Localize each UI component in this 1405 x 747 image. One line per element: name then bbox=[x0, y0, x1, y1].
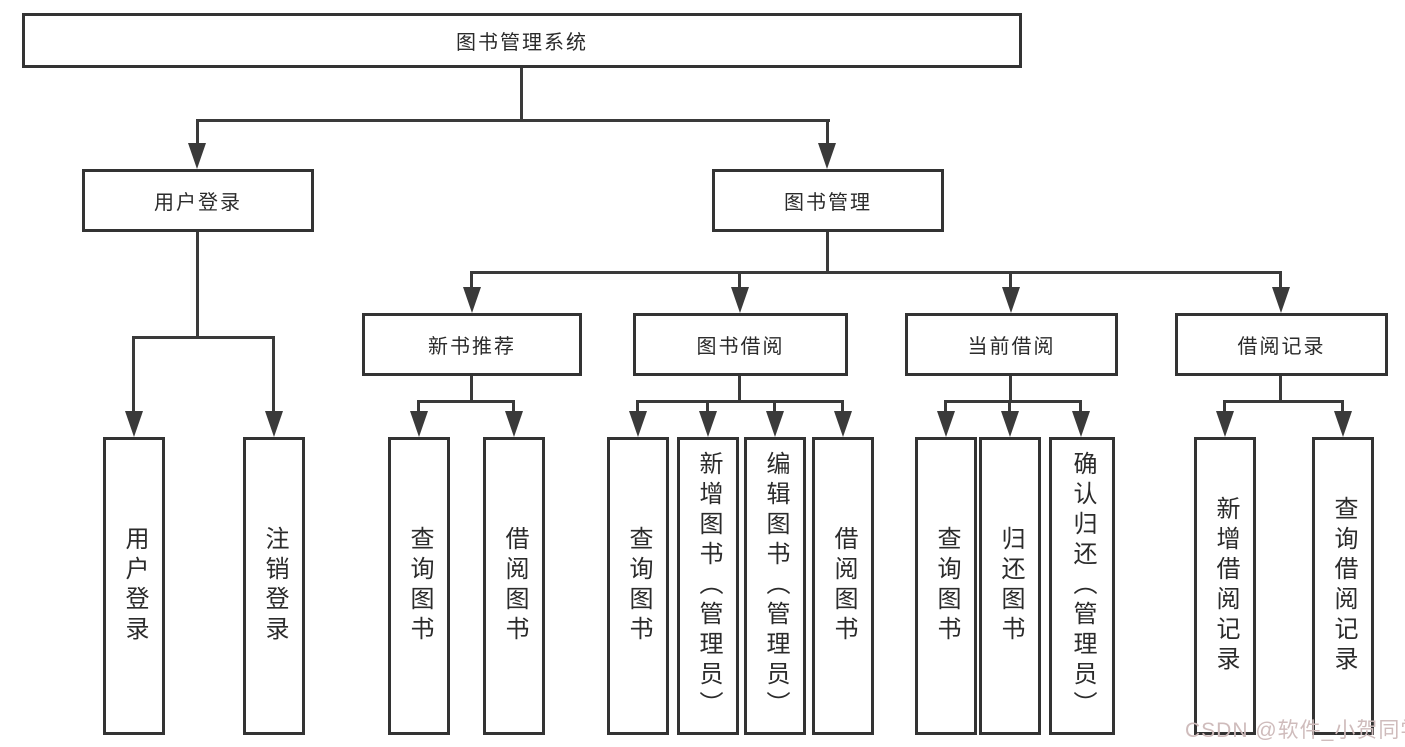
connector-newrec-branch bbox=[419, 400, 514, 403]
connector-userlogin-drop-1 bbox=[132, 336, 135, 413]
node-leaf-return-book-label: 归还图书 bbox=[997, 526, 1024, 646]
connector-newrec-stem bbox=[470, 376, 473, 403]
node-leaf-query-borrow-record: 查询借阅记录 bbox=[1312, 437, 1374, 735]
arrowhead-leaf-logout bbox=[265, 411, 283, 437]
node-user-login-label: 用户登录 bbox=[154, 192, 242, 214]
node-leaf-edit-book-admin-label: 编辑图书（管理员） bbox=[762, 451, 789, 721]
arrowhead-records-add bbox=[1216, 411, 1234, 437]
connector-newrec-drop-1 bbox=[417, 400, 420, 413]
connector-borrow-drop-4 bbox=[841, 400, 844, 413]
arrowhead-book-management bbox=[818, 143, 836, 169]
node-leaf-logout: 注销登录 bbox=[243, 437, 305, 735]
connector-userlogin-branch bbox=[134, 336, 274, 339]
connector-current-stem bbox=[1009, 376, 1012, 403]
connector-newrec-drop-2 bbox=[512, 400, 515, 413]
connector-current-drop-1 bbox=[944, 400, 947, 413]
node-book-management: 图书管理 bbox=[712, 169, 944, 232]
node-leaf-borrow-query-book: 查询图书 bbox=[607, 437, 669, 735]
arrowhead-borrow-records bbox=[1272, 287, 1290, 313]
connector-root-right-drop bbox=[826, 119, 829, 146]
connector-current-drop-2 bbox=[1008, 400, 1011, 413]
connector-borrow-stem bbox=[738, 376, 741, 403]
node-book-borrow-label: 图书借阅 bbox=[696, 336, 785, 358]
node-leaf-edit-book-admin: 编辑图书（管理员） bbox=[744, 437, 806, 735]
node-leaf-add-book-admin: 新增图书（管理员） bbox=[677, 437, 739, 735]
connector-bookmgmt-drop-1 bbox=[470, 271, 473, 289]
node-user-login: 用户登录 bbox=[82, 169, 314, 232]
node-leaf-return-book: 归还图书 bbox=[979, 437, 1041, 735]
node-leaf-logout-label: 注销登录 bbox=[261, 526, 288, 646]
node-leaf-user-login: 用户登录 bbox=[103, 437, 165, 735]
connector-bookmgmt-drop-2 bbox=[738, 271, 741, 289]
node-current-borrow-label: 当前借阅 bbox=[967, 336, 1056, 358]
arrowhead-current-borrow bbox=[1002, 287, 1020, 313]
node-book-management-label: 图书管理 bbox=[784, 192, 872, 214]
node-root-label: 图书管理系统 bbox=[456, 32, 588, 54]
arrowhead-current-query bbox=[937, 411, 955, 437]
connector-root-stem bbox=[520, 68, 523, 121]
node-leaf-add-borrow-record-label: 新增借阅记录 bbox=[1212, 496, 1239, 676]
connector-bookmgmt-branch bbox=[472, 271, 1281, 274]
node-leaf-borrow-book-label: 借阅图书 bbox=[830, 526, 857, 646]
node-leaf-newrec-borrow-book: 借阅图书 bbox=[483, 437, 545, 735]
arrowhead-borrow-edit bbox=[766, 411, 784, 437]
arrowhead-user-login bbox=[188, 143, 206, 169]
csdn-watermark: CSDN @软件_小贺同学 bbox=[1185, 719, 1405, 742]
connector-current-drop-3 bbox=[1079, 400, 1082, 413]
node-new-book-recommend: 新书推荐 bbox=[362, 313, 582, 376]
connector-bookmgmt-drop-3 bbox=[1009, 271, 1012, 289]
connector-root-branch bbox=[197, 119, 830, 122]
node-leaf-newrec-query-book-label: 查询图书 bbox=[406, 526, 433, 646]
node-leaf-newrec-query-book: 查询图书 bbox=[388, 437, 450, 735]
connector-borrow-branch bbox=[638, 400, 843, 403]
arrowhead-current-confirm bbox=[1072, 411, 1090, 437]
connector-current-branch bbox=[946, 400, 1081, 403]
arrowhead-borrow-query bbox=[629, 411, 647, 437]
connector-userlogin-stem bbox=[196, 232, 199, 339]
arrowhead-records-query bbox=[1334, 411, 1352, 437]
connector-bookmgmt-stem bbox=[826, 232, 829, 274]
arrowhead-borrow-borrow bbox=[834, 411, 852, 437]
node-leaf-current-query-book: 查询图书 bbox=[915, 437, 977, 735]
connector-records-stem bbox=[1279, 376, 1282, 403]
arrowhead-current-return bbox=[1001, 411, 1019, 437]
node-leaf-query-borrow-record-label: 查询借阅记录 bbox=[1330, 496, 1357, 676]
node-leaf-add-book-admin-label: 新增图书（管理员） bbox=[695, 451, 722, 721]
arrowhead-book-borrow bbox=[731, 287, 749, 313]
connector-root-left-drop bbox=[196, 119, 199, 146]
node-leaf-newrec-borrow-book-label: 借阅图书 bbox=[501, 526, 528, 646]
node-borrow-records-label: 借阅记录 bbox=[1237, 336, 1326, 358]
node-new-book-recommend-label: 新书推荐 bbox=[428, 336, 516, 358]
connector-bookmgmt-drop-4 bbox=[1279, 271, 1282, 289]
node-book-borrow: 图书借阅 bbox=[633, 313, 848, 376]
connector-userlogin-drop-2 bbox=[272, 336, 275, 413]
arrowhead-leaf-user-login bbox=[125, 411, 143, 437]
node-borrow-records: 借阅记录 bbox=[1175, 313, 1388, 376]
arrowhead-newrec-query bbox=[410, 411, 428, 437]
node-leaf-user-login-label: 用户登录 bbox=[121, 526, 148, 646]
connector-borrow-drop-1 bbox=[636, 400, 639, 413]
node-leaf-confirm-return-admin-label: 确认归还（管理员） bbox=[1069, 451, 1096, 721]
node-leaf-add-borrow-record: 新增借阅记录 bbox=[1194, 437, 1256, 735]
connector-borrow-drop-3 bbox=[773, 400, 776, 413]
node-leaf-confirm-return-admin: 确认归还（管理员） bbox=[1049, 437, 1115, 735]
arrowhead-new-book-recommend bbox=[463, 287, 481, 313]
arrowhead-borrow-add bbox=[699, 411, 717, 437]
connector-borrow-drop-2 bbox=[706, 400, 709, 413]
node-leaf-borrow-query-book-label: 查询图书 bbox=[625, 526, 652, 646]
node-current-borrow: 当前借阅 bbox=[905, 313, 1118, 376]
arrowhead-newrec-borrow bbox=[505, 411, 523, 437]
connector-records-drop-1 bbox=[1223, 400, 1226, 413]
node-leaf-borrow-book: 借阅图书 bbox=[812, 437, 874, 735]
node-root: 图书管理系统 bbox=[22, 13, 1022, 68]
node-leaf-current-query-book-label: 查询图书 bbox=[933, 526, 960, 646]
connector-records-drop-2 bbox=[1341, 400, 1344, 413]
connector-records-branch bbox=[1225, 400, 1343, 403]
